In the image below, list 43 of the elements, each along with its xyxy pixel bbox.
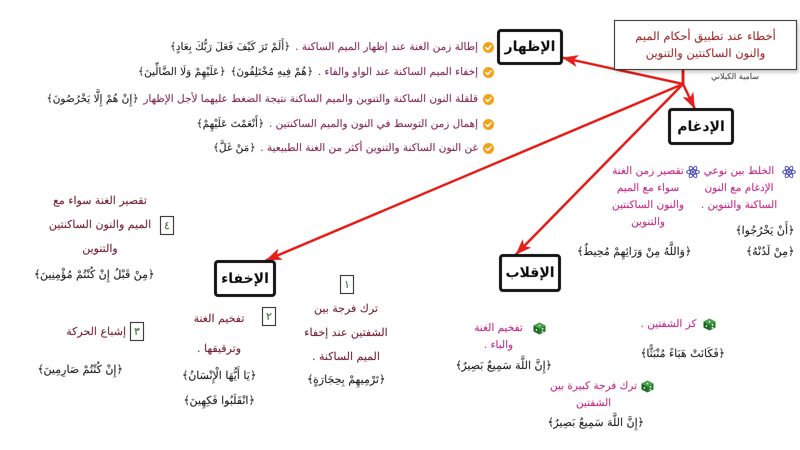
quran-verse: ﴿مِنْ لَدُنْهُ﴾: [746, 244, 794, 260]
quran-verse: ﴿تَرْمِيهِمْ بِحِجَارَةٍ﴾: [307, 372, 385, 390]
rule-text: إطالة زمن الغنة عند إظهار الميم الساكنة .: [295, 40, 478, 55]
number-box: ٣: [130, 322, 144, 341]
number-box: ٢: [262, 307, 276, 326]
rule-text: ترك فرجة كبيرة بين الشفتين: [548, 379, 638, 411]
rule-text: ترك فرجة بين الشفتين عند إخفاء الميم الساكنة .: [303, 301, 389, 365]
quran-verse: ﴿مَنْ غَلَّ﴾: [212, 139, 256, 156]
rule-text: إخفاء الميم الساكنة عند الواو والفاء .: [318, 65, 478, 80]
quran-verse: ﴿إِنَّ اللَّهَ سَمِيعٌ بَصِيرٌ﴾: [547, 413, 644, 434]
quran-verse: ﴿إِنَّ اللَّهَ سَمِيعٌ بَصِيرٌ﴾: [455, 356, 552, 377]
rule-text: إشباع الحركة: [66, 324, 126, 340]
category-box: الإظهار: [497, 29, 563, 65]
quran-verse: ﴿انْقَلَبُوا فَكِهِينَ﴾: [184, 392, 254, 410]
author-signature: سامية الكيلاني: [711, 72, 759, 82]
rule-text: تقصير زمن الغنة سواء مع الميم والنون الساكنتين والتنوين: [612, 164, 684, 230]
category-box: الإدغام: [668, 108, 734, 145]
quran-verse: ﴿مِنْ قَبْلُ إِنْ كُنْتُمْ مُؤْمِنِينَ﴾: [34, 266, 154, 284]
number-box: ١: [340, 275, 354, 294]
arrow: [562, 55, 684, 86]
rule-text: كز الشفتين .: [640, 317, 698, 332]
arrow: [515, 68, 684, 256]
number-box: ٤: [160, 216, 174, 235]
title-box: أخطاء عند تطبيق أحكام الميم والنون الساكنتين والتنوين: [614, 20, 797, 70]
category-box: الإخفاء: [214, 260, 276, 297]
rule-text: تقصير الغنة سواء مع الميم والنون الساكنتين والتنوين: [48, 193, 152, 257]
quran-verse: ﴿أَلَمْ تَرَ كَيْفَ فَعَلَ رَبُّكَ بِعَادٍ﴾: [170, 37, 290, 57]
quran-verse: ﴿هُمْ فِيهِ مُخْتَلِفُونَ﴾: [230, 65, 313, 80]
quran-verse: ﴿فَكَانَتْ هَبَاءً مُنْبَثًّا﴾: [640, 344, 725, 365]
rule-text: غن النون الساكنة والتنوين أكثر من الغنة الطبيعية .: [260, 140, 478, 156]
quran-verse: ﴿إِنْ هُمْ إِلَّا يَخْرُصُونَ﴾: [46, 89, 138, 109]
quran-verse: ﴿يَا أَيُّهَا الْإِنْسَانُ﴾: [182, 366, 256, 387]
quran-verse: ﴿عَلَيْهِمْ وَلَا الضَّالِّينَ﴾: [138, 62, 226, 82]
category-box: الإقلاب: [499, 254, 561, 292]
rule-text: تفخيم الغنة والباء .: [473, 321, 524, 353]
rule-text: تفخيم الغنة وترقيقها .: [192, 311, 246, 357]
rule-text: الخلط بين نوعي الإدغام مع النون الساكنة والتنوين .: [700, 164, 778, 213]
rule-text: إهمال زمن التوسط في النون والميم الساكنتين .: [268, 117, 478, 132]
quran-verse: ﴿أَنْ يَخْرُجُوا﴾: [736, 221, 794, 242]
quran-verse: ﴿إِنْ كُنْتُمْ صَارِمِينَ﴾: [38, 360, 122, 380]
rule-text: قلقلة النون الساكنة والتنوين والميم الساكنة نتيجة الضغط عليهما لأجل الإظهار: [143, 91, 478, 107]
quran-verse: ﴿وَاللَّهُ مِنْ وَرَائِهِمْ مُحِيطٌ﴾: [577, 242, 691, 263]
quran-verse: ﴿أَنْعَمْتَ عَلَيْهِمْ﴾: [196, 114, 264, 134]
